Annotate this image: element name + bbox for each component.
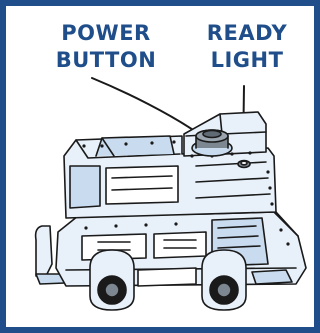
- rear-wheel: [90, 250, 134, 310]
- robot-vehicle-illustration: [6, 6, 314, 327]
- power-pointer-line: [92, 78, 202, 136]
- power-button-icon: [192, 130, 232, 156]
- ready-light-icon: [238, 161, 250, 168]
- front-wheel: [202, 250, 246, 310]
